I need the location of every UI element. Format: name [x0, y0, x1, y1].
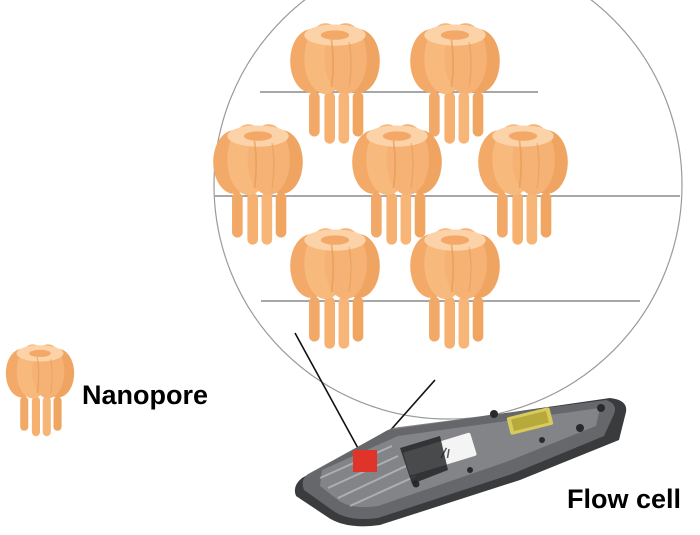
flow-cell-device-icon: [294, 398, 627, 527]
zoom-region-marker: [353, 450, 377, 472]
flow-cell-label: Flow cell: [567, 484, 682, 514]
legend-nanopore-icon: [5, 343, 75, 437]
nanopore-label: Nanopore: [82, 380, 209, 410]
zoom-connector-line: [294, 332, 360, 451]
